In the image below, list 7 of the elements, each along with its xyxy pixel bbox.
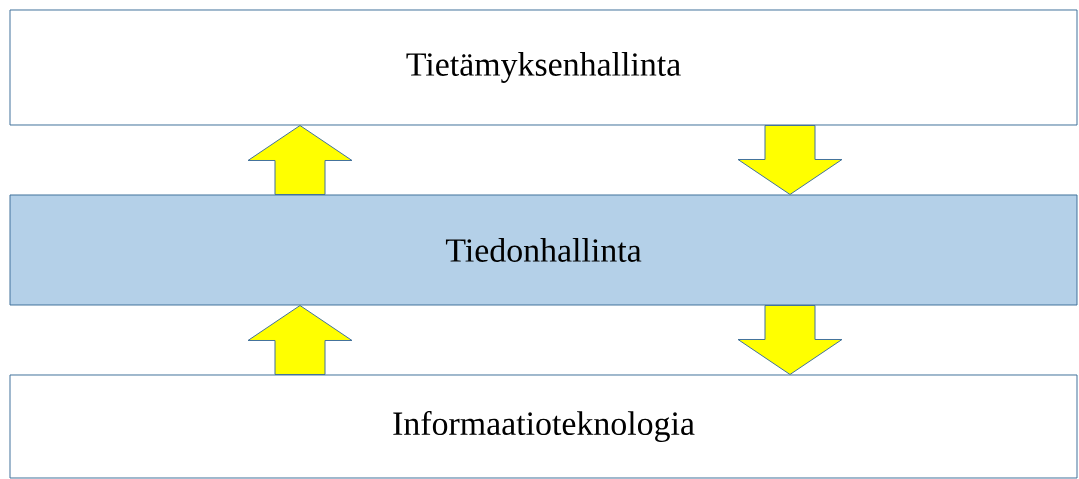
box: Tietämyksenhallinta — [9, 9, 1078, 126]
band: Tiedonhallinta — [9, 194, 1078, 306]
block-arrow — [247, 305, 353, 375]
box: Informaatioteknologia — [9, 374, 1078, 479]
block-arrow — [737, 305, 843, 375]
block-arrow — [737, 125, 843, 195]
block-arrow — [247, 125, 353, 195]
